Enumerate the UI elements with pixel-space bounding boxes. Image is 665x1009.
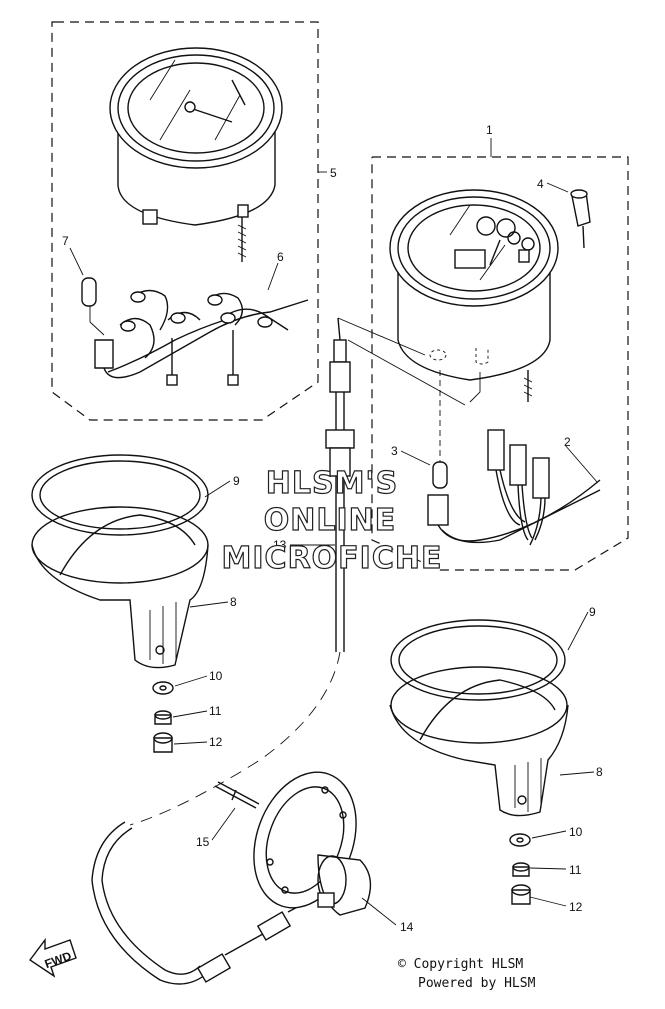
watermark-line-3: MICROFICHE	[222, 541, 443, 576]
callout-15: 15	[196, 835, 210, 849]
callout-4: 4	[537, 177, 544, 191]
fwd-arrow-icon: FWD	[28, 937, 77, 978]
bracket-right	[389, 619, 569, 817]
callout-14: 14	[400, 920, 414, 934]
callout-10-right: 10	[569, 825, 583, 839]
callout-8-left: 8	[230, 595, 237, 609]
copyright-text: © Copyright HLSM	[398, 957, 523, 972]
hardware-right	[509, 833, 531, 905]
pin-15	[214, 781, 260, 809]
callout-11-left: 11	[209, 704, 222, 718]
callout-12-right: 12	[569, 900, 583, 914]
hardware-left	[152, 681, 174, 753]
callout-10-left: 10	[209, 669, 223, 683]
group-box-5	[51, 21, 319, 421]
callout-12-left: 12	[209, 735, 223, 749]
callout-8-right: 8	[596, 765, 603, 779]
speedometer	[389, 189, 559, 402]
footer: © Copyright HLSM Powered by HLSM	[398, 957, 536, 991]
callout-labels: 1 2 3 4 5 6 7 8 9 10 11 12 13 14 15 8 9 …	[62, 123, 603, 934]
callout-13: 13	[273, 538, 287, 552]
bulb-7-and-harness-6	[81, 277, 309, 386]
leader-lines	[69, 138, 598, 926]
callout-1: 1	[486, 123, 493, 137]
trip-knob-4	[570, 189, 591, 249]
watermark-line-2: ONLINE	[264, 503, 397, 538]
drive-gear-14	[253, 771, 372, 916]
callout-3: 3	[391, 444, 398, 458]
callout-11-right: 11	[569, 863, 582, 877]
callout-9-left: 9	[233, 474, 240, 488]
tachometer	[109, 47, 283, 262]
callout-6: 6	[277, 250, 284, 264]
bracket-left	[31, 454, 209, 669]
powered-by-text: Powered by HLSM	[418, 976, 536, 991]
callout-7: 7	[62, 234, 69, 248]
speedo-cable-13	[91, 317, 466, 985]
group-box-1	[371, 156, 629, 571]
callout-2: 2	[564, 435, 571, 449]
bulb-3-and-harness-2	[427, 370, 601, 546]
callout-5: 5	[330, 166, 337, 180]
callout-9-right: 9	[589, 605, 596, 619]
watermark: HLSM'S ONLINE MICROFICHE	[221, 465, 443, 576]
watermark-line-1: HLSM'S	[266, 466, 398, 501]
